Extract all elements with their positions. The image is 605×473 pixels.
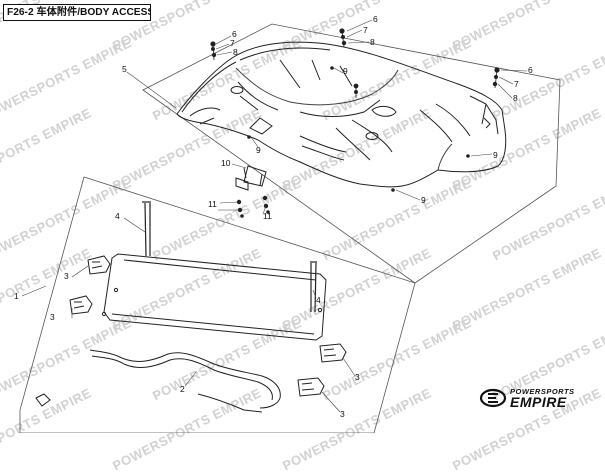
parts-drawing bbox=[19, 19, 561, 433]
callout-7: 7 bbox=[363, 25, 368, 35]
callout-9: 9 bbox=[256, 145, 261, 155]
callout-11: 11 bbox=[263, 211, 272, 221]
callout-4: 4 bbox=[316, 295, 321, 305]
callout-6: 6 bbox=[232, 29, 237, 39]
callout-8: 8 bbox=[370, 37, 375, 47]
hood-panel bbox=[176, 41, 507, 188]
callout-6: 6 bbox=[528, 65, 533, 75]
callout-6: 6 bbox=[373, 14, 378, 24]
callout-3: 3 bbox=[50, 312, 55, 322]
callout-8: 8 bbox=[233, 47, 238, 57]
rivet-part bbox=[35, 393, 51, 407]
leader-lines bbox=[21, 19, 528, 413]
callout-3: 3 bbox=[64, 271, 69, 281]
callout-10: 10 bbox=[221, 158, 231, 168]
callout-9: 9 bbox=[343, 66, 348, 76]
hood-group-boundary bbox=[142, 23, 561, 284]
seal-strip bbox=[89, 349, 281, 413]
callout-3: 3 bbox=[340, 409, 345, 419]
page-title: F26-2 车体附件/BODY ACCESSORIES bbox=[3, 4, 151, 21]
windshield-group-boundary bbox=[19, 176, 416, 433]
fastener-set bbox=[210, 28, 500, 192]
windshield-rods bbox=[142, 201, 317, 313]
mounting-bracket bbox=[235, 165, 267, 191]
logo-line2: EMPIRE bbox=[510, 394, 567, 410]
callout-2: 2 bbox=[180, 384, 185, 394]
callout-11: 11 bbox=[208, 199, 217, 209]
empire-logo-icon bbox=[479, 388, 507, 408]
windshield-panel bbox=[101, 253, 327, 341]
callout-4: 4 bbox=[115, 211, 120, 221]
callout-5: 5 bbox=[122, 64, 127, 74]
logo-line1: POWERSPORTS bbox=[510, 387, 575, 396]
callout-1: 1 bbox=[14, 291, 19, 301]
callout-3: 3 bbox=[355, 372, 360, 382]
callout-7: 7 bbox=[230, 38, 235, 48]
callout-8: 8 bbox=[513, 93, 518, 103]
callout-9: 9 bbox=[421, 195, 426, 205]
callout-7: 7 bbox=[514, 79, 519, 89]
windshield-clamps bbox=[69, 255, 347, 397]
callout-9: 9 bbox=[493, 150, 498, 160]
